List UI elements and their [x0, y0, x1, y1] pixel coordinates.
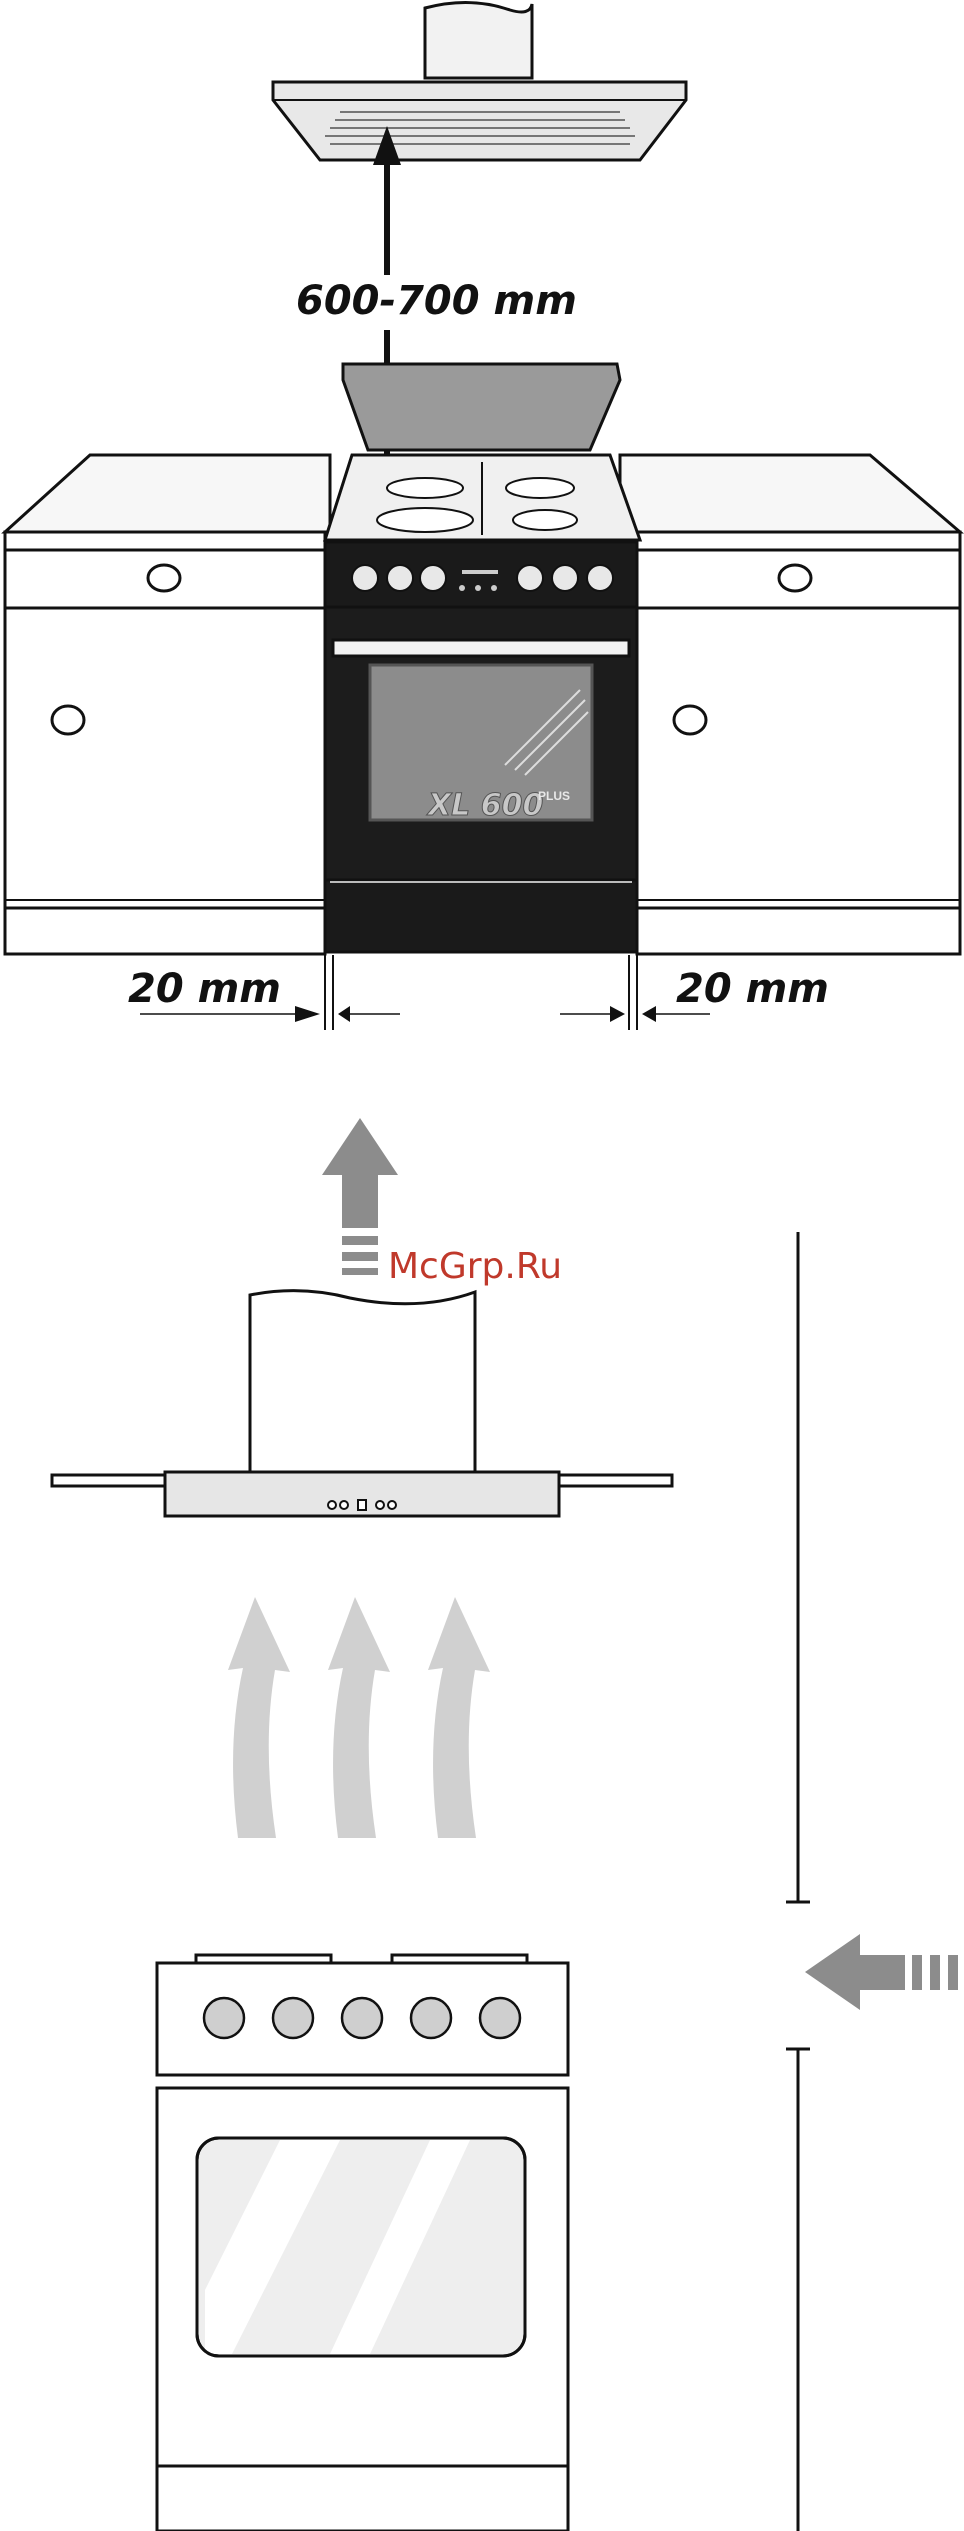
air-intake-arrow — [805, 1934, 958, 2010]
heat-arrow-1 — [228, 1597, 290, 1838]
range-hood-bottom — [52, 1291, 672, 1516]
oven-handle — [333, 640, 629, 656]
heat-arrows — [228, 1597, 490, 1838]
cooker-top-figure — [325, 364, 640, 952]
cooker-outline — [157, 1955, 568, 2531]
oven-bottom-drawer — [325, 880, 637, 952]
right-gap-label: 20 mm — [676, 966, 829, 1012]
cooker-drawer — [157, 2466, 568, 2531]
oven-model-label: XL 600 — [426, 788, 543, 823]
oven-model-suffix: PLUS — [538, 789, 570, 803]
hood-chimney — [425, 2, 532, 78]
heat-arrow-3 — [428, 1597, 490, 1838]
exhaust-arrow — [322, 1118, 398, 1275]
wall-line — [786, 1232, 810, 2531]
right-cabinet — [620, 455, 960, 954]
hood-chimney-bottom — [250, 1291, 475, 1473]
heat-arrow-2 — [328, 1597, 390, 1838]
watermark: McGrp.Ru — [388, 1246, 562, 1287]
hood-height-label: 600-700 mm — [296, 278, 577, 324]
left-cabinet — [5, 455, 330, 954]
hood-top-figure — [273, 2, 686, 160]
left-gap-label: 20 mm — [128, 966, 281, 1012]
cooker-lid — [343, 364, 620, 450]
